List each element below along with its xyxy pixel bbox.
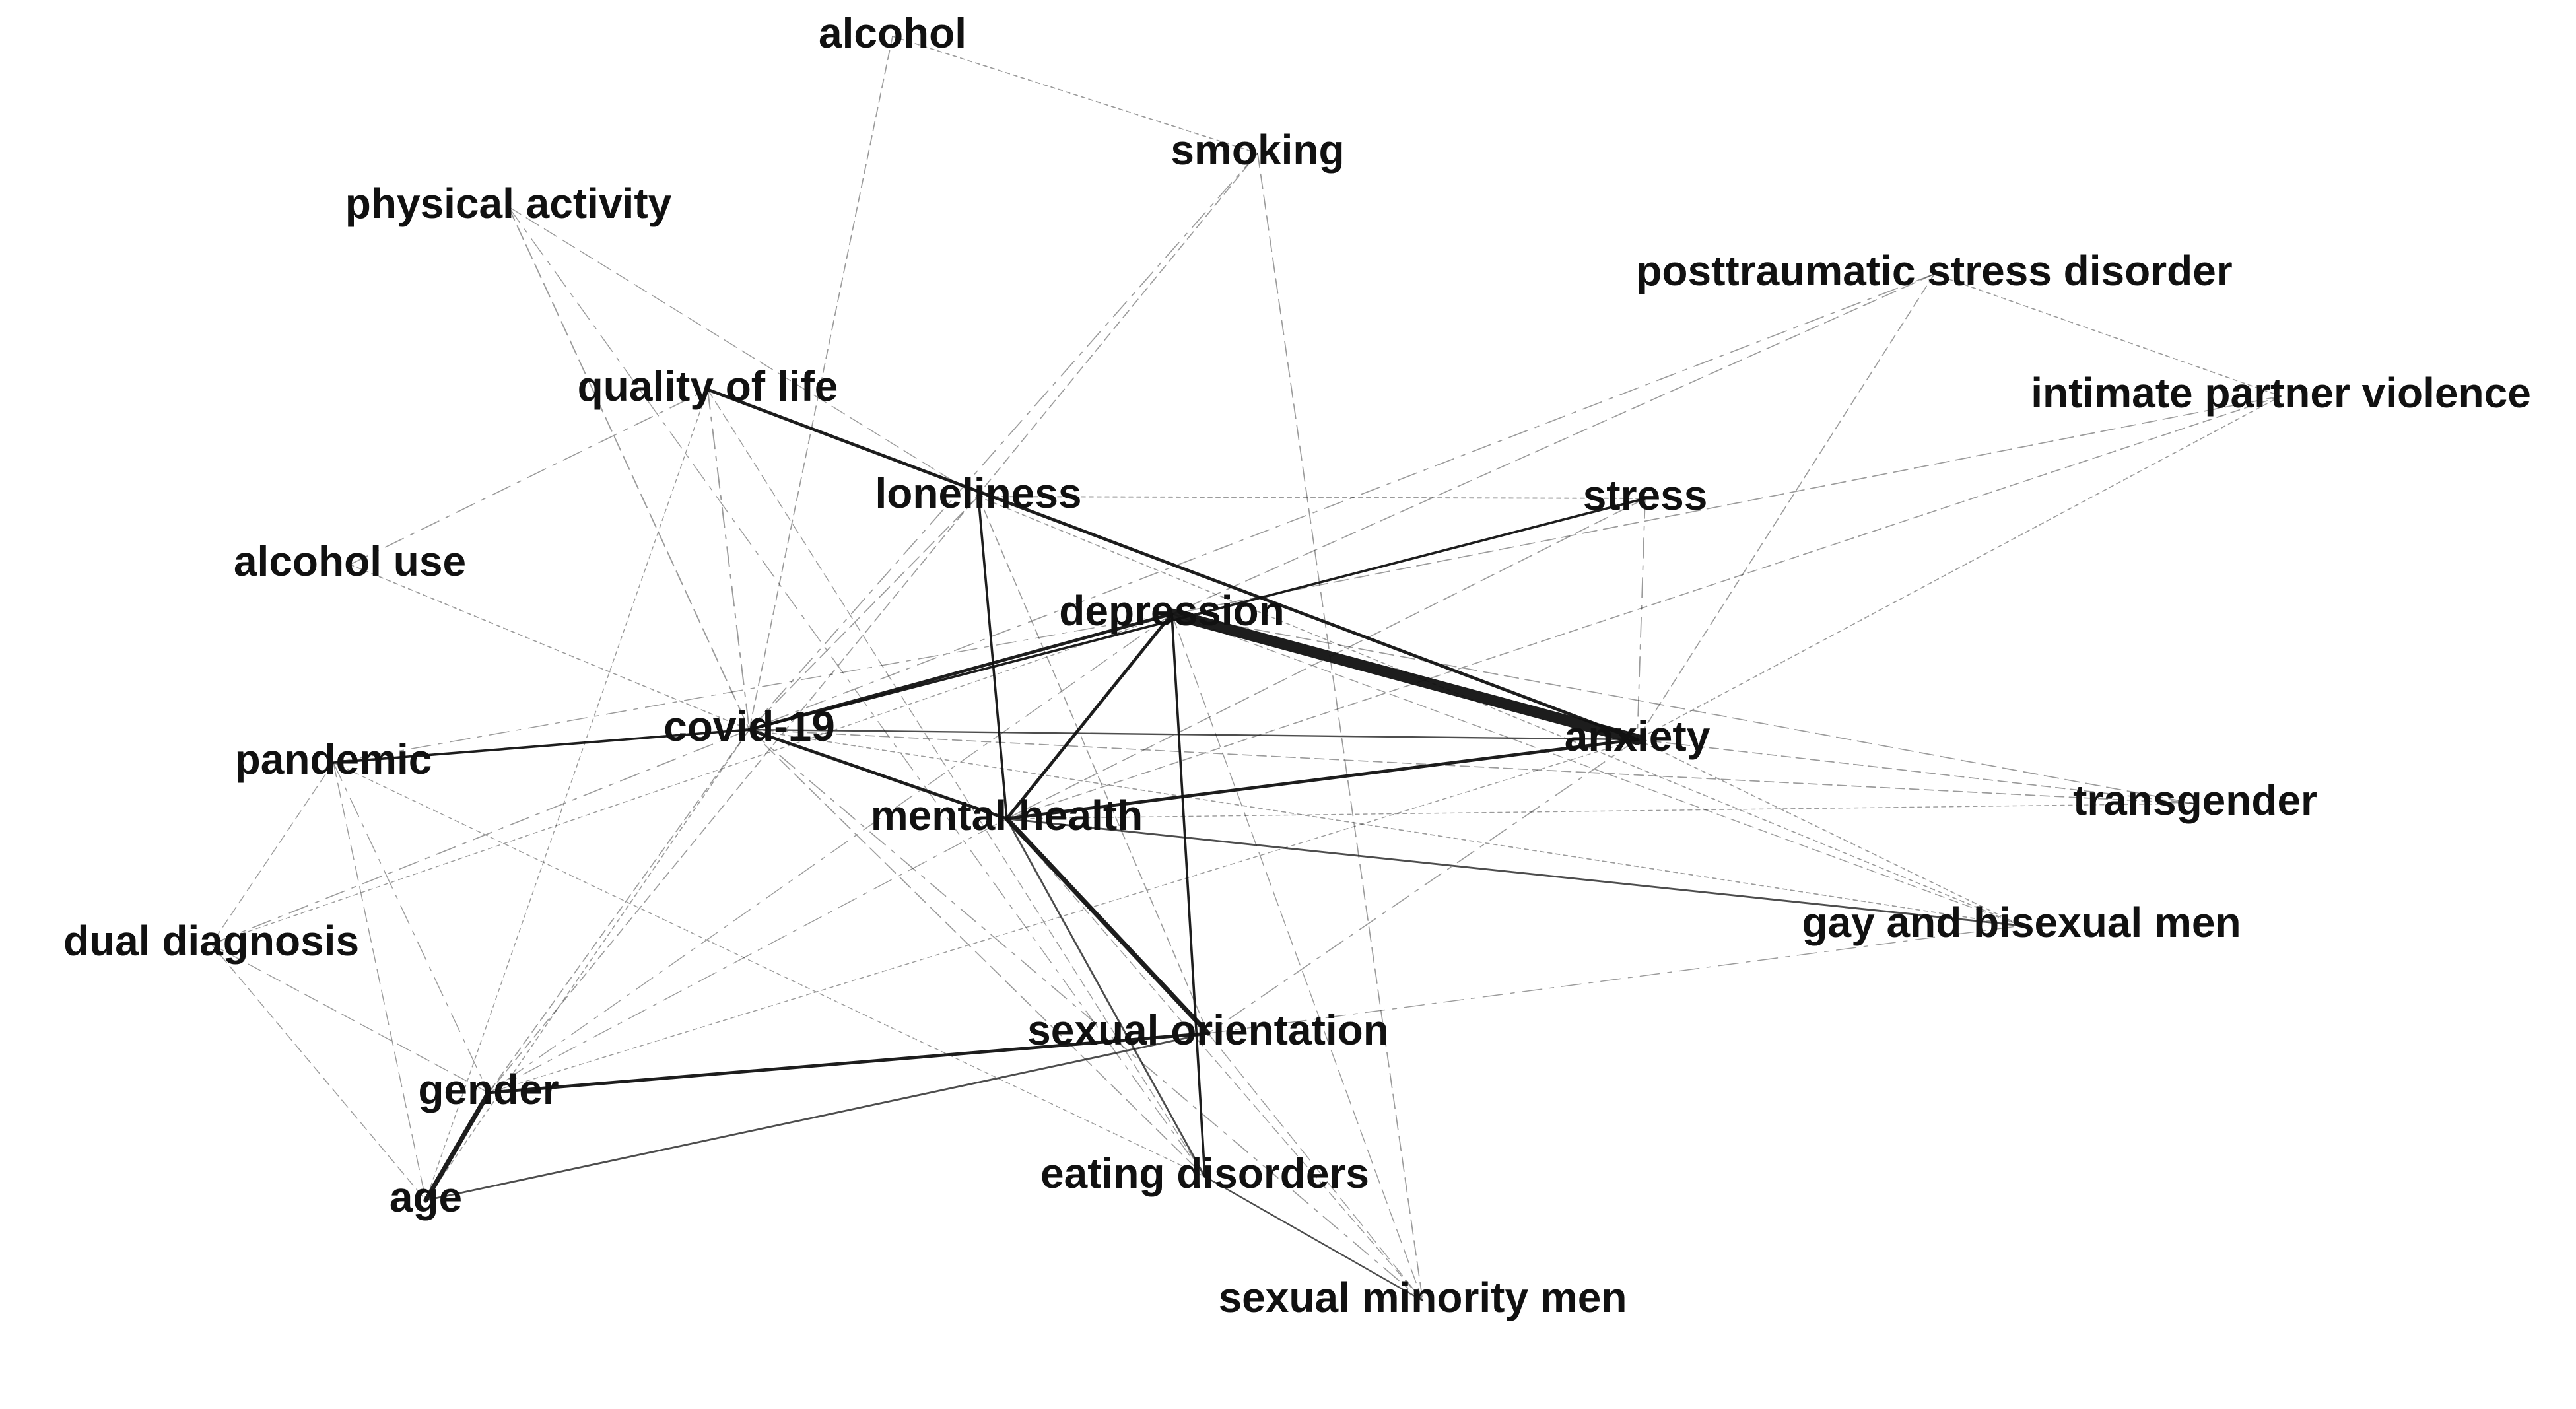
edge-pandemic-eating-disorders <box>333 762 1205 1177</box>
edge-depression-sexual-minority-men <box>1171 613 1423 1301</box>
edges-layer <box>211 36 2282 1302</box>
edge-depression-gay-bisexual-men <box>1171 613 2022 926</box>
edge-eating-disorders-sexual-minority-men <box>1203 1175 1424 1302</box>
edge-stress-mental-health <box>1006 498 1646 819</box>
node-label-quality-of-life: quality of life <box>578 362 838 410</box>
edge-loneliness-covid-19 <box>749 496 979 730</box>
labels-layer: alcohol smoking physical activity posttraum… <box>63 9 2531 1321</box>
node-label-sexual-orientation: sexual orientation <box>1027 1006 1389 1054</box>
edge-ptsd-depression <box>1171 273 1935 615</box>
node-label-gay-bisexual-men: gay and bisexual men <box>1802 899 2241 946</box>
node-label-eating-disorders: eating disorders <box>1040 1150 1369 1197</box>
edge-depression-gender <box>488 613 1172 1093</box>
node-label-gender: gender <box>418 1066 559 1113</box>
edge-pandemic-depression <box>333 613 1172 763</box>
edge-depression-transgender <box>1171 613 2196 804</box>
edge-smoking-sexual-minority-men <box>1257 153 1423 1301</box>
edge-covid-19-eating-disorders <box>749 729 1205 1177</box>
edge-loneliness-mental-health <box>977 495 1008 820</box>
edge-physical-activity-loneliness <box>508 206 979 497</box>
edge-ipv-mental-health <box>1006 395 2282 819</box>
node-label-pandemic: pandemic <box>235 736 432 783</box>
edge-sexual-orientation-gay-bisexual-men <box>1207 925 2022 1034</box>
node-label-alcohol-use: alcohol use <box>234 537 466 585</box>
edge-dual-diagnosis-age <box>211 944 426 1201</box>
edge-gender-age <box>423 1090 491 1203</box>
edge-alcohol-covid-19 <box>749 36 893 730</box>
node-label-mental-health: mental health <box>871 792 1143 839</box>
node-label-stress: stress <box>1583 471 1708 519</box>
edge-ptsd-ipv <box>1934 273 2282 397</box>
edge-alcohol-use-covid-19 <box>349 564 750 730</box>
edge-alcohol-smoking <box>892 36 1258 154</box>
edge-quality-of-life-eating-disorders <box>707 389 1205 1177</box>
node-label-depression: depression <box>1059 587 1284 635</box>
node-label-ipv: intimate partner violence <box>2031 369 2531 417</box>
edge-alcohol-use-quality-of-life <box>349 389 708 565</box>
node-label-smoking: smoking <box>1170 126 1344 174</box>
edge-quality-of-life-covid-19 <box>707 389 750 730</box>
node-label-sexual-minority-men: sexual minority men <box>1219 1274 1627 1321</box>
node-label-alcohol: alcohol <box>819 9 966 57</box>
edge-covid-19-dual-diagnosis <box>211 729 750 945</box>
edge-physical-activity-eating-disorders <box>508 206 1205 1177</box>
edge-pandemic-covid-19 <box>332 728 751 764</box>
edge-mental-health-gay-bisexual-men <box>1005 817 2023 927</box>
edge-covid-19-anxiety <box>748 728 1639 741</box>
edge-ipv-depression <box>1171 395 2282 615</box>
edge-gender-anxiety <box>488 739 1638 1093</box>
edge-stress-anxiety <box>1637 498 1646 740</box>
node-label-loneliness: loneliness <box>875 469 1082 517</box>
node-label-covid-19: covid-19 <box>663 703 835 750</box>
edge-covid-19-sexual-minority-men <box>749 729 1423 1301</box>
edge-covid-19-mental-health <box>747 728 1009 821</box>
node-label-ptsd: posttraumatic stress disorder <box>1636 247 2232 294</box>
edge-mental-health-eating-disorders <box>1005 817 1206 1178</box>
edge-mental-health-depression <box>1005 612 1174 821</box>
edge-smoking-covid-19 <box>749 153 1258 730</box>
edge-mental-health-sexual-orientation <box>1004 816 1211 1036</box>
edge-quality-of-life-anxiety <box>706 388 1639 741</box>
node-label-dual-diagnosis: dual diagnosis <box>63 917 359 965</box>
edge-sexual-orientation-sexual-minority-men <box>1207 1033 1423 1301</box>
node-label-transgender: transgender <box>2073 776 2317 824</box>
edge-dual-diagnosis-gender <box>211 944 489 1093</box>
edge-dual-diagnosis-depression <box>211 613 1172 945</box>
edge-anxiety-sexual-orientation <box>1207 739 1638 1034</box>
edge-pandemic-age <box>333 762 426 1201</box>
edge-anxiety-transgender <box>1637 739 2196 804</box>
edge-age-sexual-orientation <box>424 1032 1209 1202</box>
edge-loneliness-sexual-orientation <box>978 496 1209 1034</box>
edge-covid-19-stress <box>748 497 1646 731</box>
edge-loneliness-gay-bisexual-men <box>978 496 2022 926</box>
edge-covid-19-age <box>425 729 750 1201</box>
edge-depression-eating-disorders <box>1170 613 1206 1178</box>
edge-gender-mental-health <box>488 818 1007 1093</box>
node-label-anxiety: anxiety <box>1565 712 1711 760</box>
edge-depression-anxiety <box>1166 608 1643 745</box>
edge-ipv-anxiety <box>1637 395 2282 740</box>
edge-quality-of-life-age <box>425 389 708 1201</box>
edge-physical-activity-covid-19 <box>508 206 750 730</box>
edge-mental-health-transgender <box>1006 803 2196 819</box>
edge-mental-health-anxiety <box>1005 738 1639 821</box>
edge-anxiety-gay-bisexual-men <box>1637 739 2022 926</box>
edge-loneliness-stress <box>978 496 1646 499</box>
node-label-physical-activity: physical activity <box>345 180 672 227</box>
edge-ptsd-anxiety <box>1637 273 1935 740</box>
edge-smoking-gender <box>488 153 1258 1093</box>
edge-pandemic-dual-diagnosis <box>211 762 334 945</box>
node-label-age: age <box>390 1173 462 1221</box>
edge-covid-19-gender <box>488 729 750 1093</box>
edge-mental-health-sexual-minority-men <box>1006 818 1423 1301</box>
edge-covid-19-transgender <box>749 729 2196 804</box>
edge-covid-19-gay-bisexual-men <box>749 729 2022 926</box>
edge-gender-sexual-orientation <box>487 1031 1210 1095</box>
edge-ptsd-covid-19 <box>749 273 1935 730</box>
